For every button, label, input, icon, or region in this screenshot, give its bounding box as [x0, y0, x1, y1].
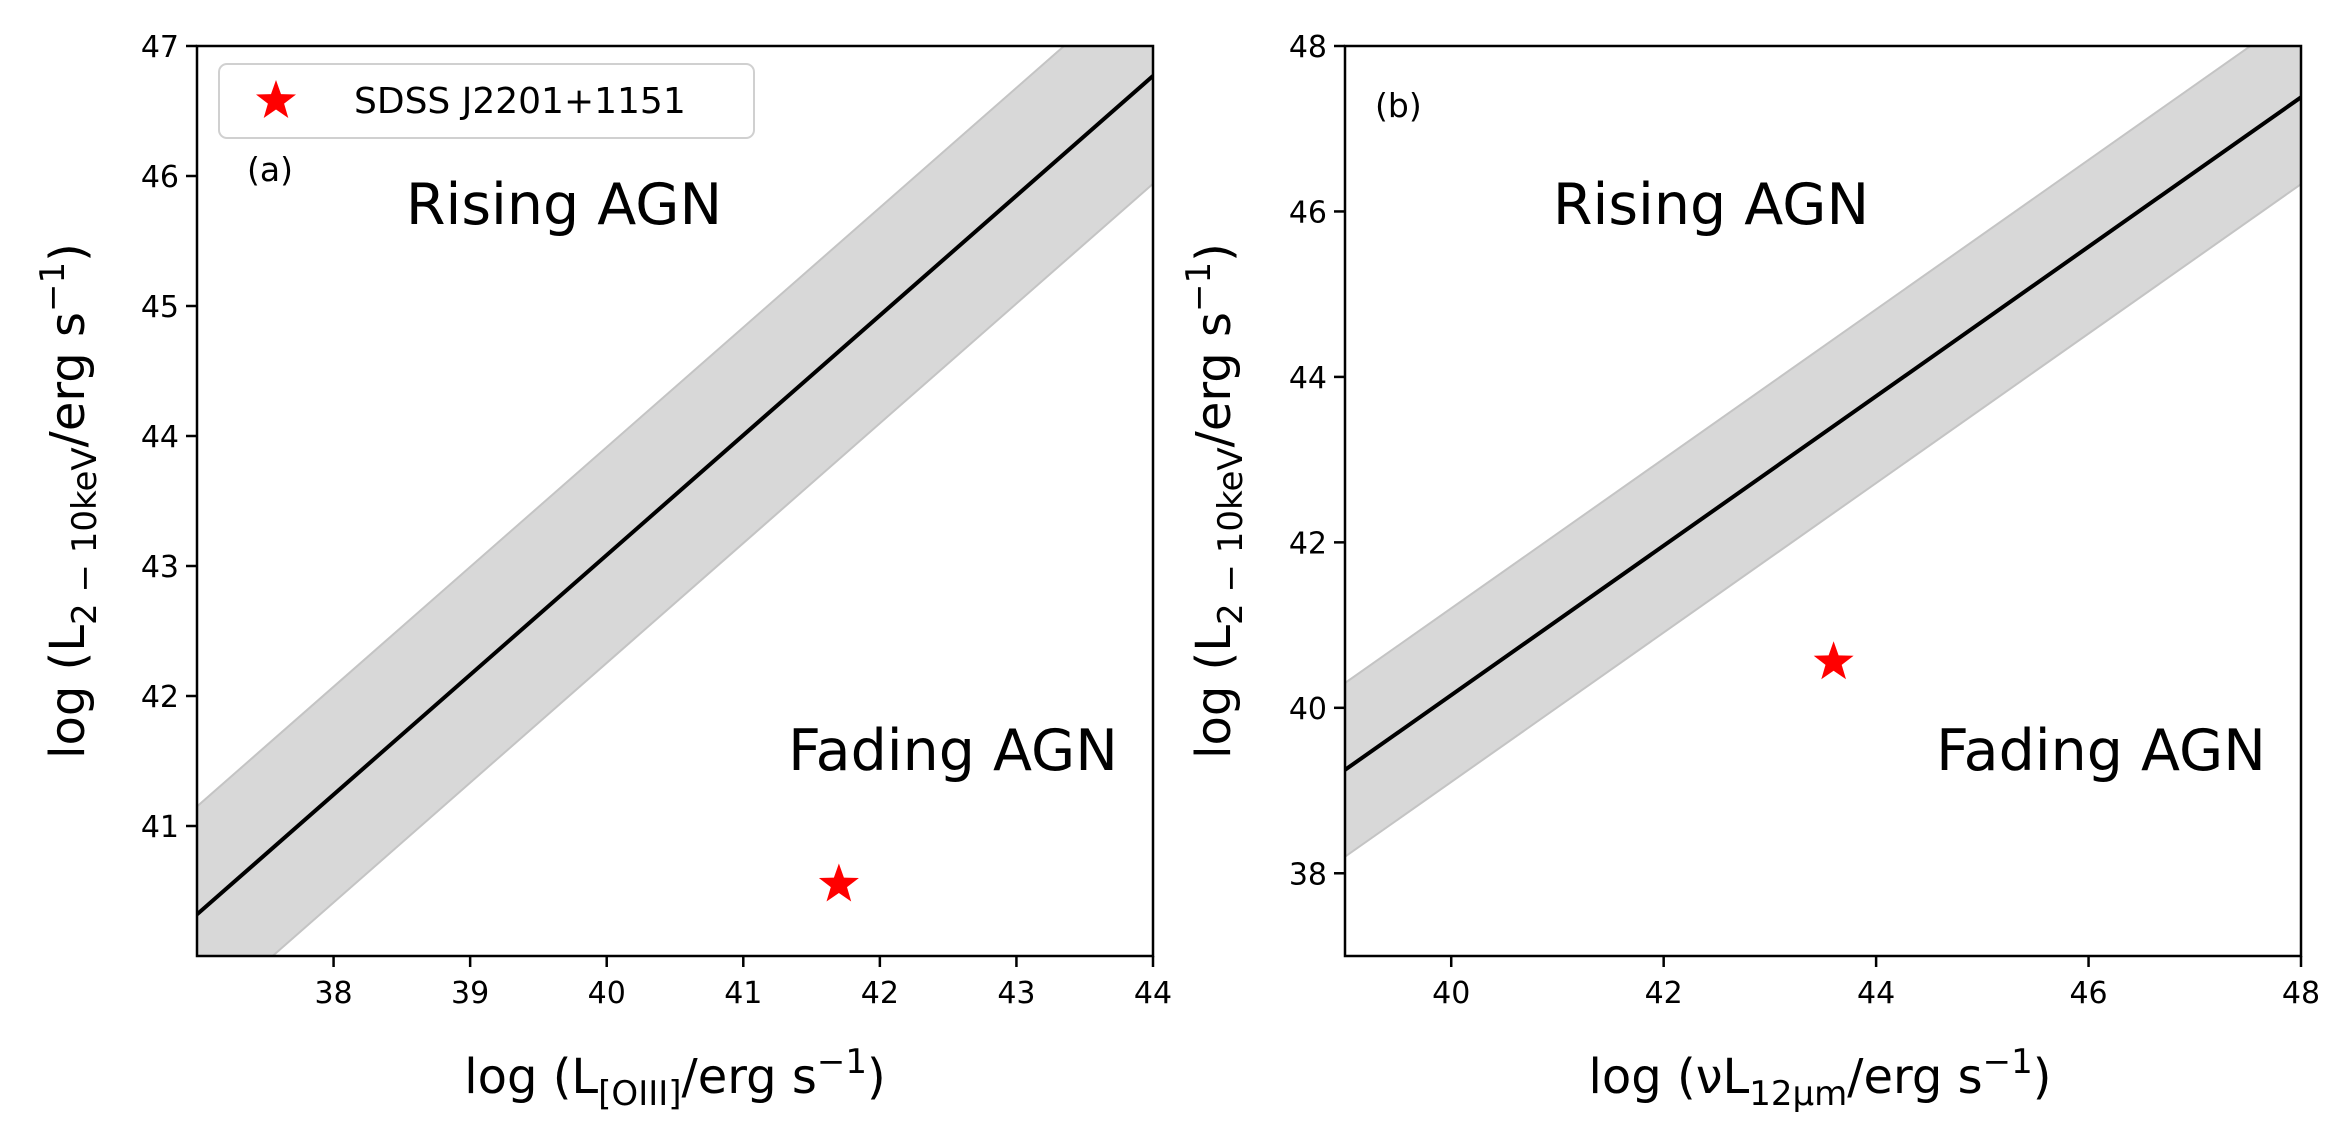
panel-b-y-tick-label: 42: [1289, 526, 1327, 561]
panel-b-y-tick-label: 38: [1289, 857, 1327, 892]
panel-b-x-axis-label: log (νL12μm/erg s−1): [1589, 1042, 2052, 1114]
panel-a-x-tick-label: 42: [861, 976, 899, 1011]
panel-b-y-tick-label: 44: [1289, 361, 1327, 396]
panel-a-band-upper-edge: [197, 46, 1066, 808]
panel-b-label: (b): [1375, 86, 1422, 125]
panel-a-scatter-band: [197, 46, 1153, 956]
panel-b-x-ticks: 40 42 44 46 48: [1432, 956, 2320, 1011]
panel-a-legend: SDSS J2201+1151: [218, 63, 755, 139]
panel-a-frame: [195, 44, 1155, 958]
panel-a-y-ticks: 41 42 43 44 45 46 47: [141, 30, 197, 845]
panel-a-x-ticks: 38 39 40 41 42 43 44: [314, 956, 1172, 1011]
panel-a-x-tick-label: 44: [1134, 976, 1172, 1011]
panel-b-band-lower-edge: [1345, 183, 2301, 858]
panel-a-x-tick-label: 38: [314, 976, 352, 1011]
panel-a-fading-label: Fading AGN: [788, 718, 1118, 784]
panel-b-frame: [1343, 44, 2303, 958]
legend-star-icon: [256, 80, 296, 118]
panel-a-band-lower-edge: [271, 183, 1153, 956]
panel-a-relation-line: [197, 74, 1153, 916]
panel-a-y-tick-label: 44: [141, 420, 179, 455]
panel-a-y-tick-label: 42: [141, 680, 179, 715]
legend-frame: [218, 63, 755, 139]
panel-b-band-upper-edge: [1345, 46, 2253, 684]
panel-b-y-ticks: 38 40 42 44 46 48: [1289, 30, 1345, 892]
panel-b-x-tick-label: 40: [1432, 976, 1470, 1011]
panel-b-x-tick-label: 44: [1857, 976, 1895, 1011]
legend-entry-label: SDSS J2201+1151: [354, 81, 686, 122]
panel-a-y-tick-label: 43: [141, 550, 179, 585]
panel-b-fading-label: Fading AGN: [1936, 718, 2266, 784]
panel-b-rising-label: Rising AGN: [1553, 172, 1869, 238]
panel-a-point-sdss-j2201: [818, 863, 859, 902]
panel-a-y-tick-label: 47: [141, 30, 179, 65]
panel-b-x-tick-label: 46: [2069, 976, 2107, 1011]
panel-a-x-tick-label: 39: [451, 976, 489, 1011]
panel-b-x-tick-label: 42: [1645, 976, 1683, 1011]
panel-b-x-tick-label: 48: [2282, 976, 2320, 1011]
panel-a-y-tick-label: 46: [141, 160, 179, 195]
panel-b-y-axis-label: log (L2 − 10keV/erg s−1): [1179, 243, 1251, 759]
panel-b-y-tick-label: 48: [1289, 30, 1327, 65]
panel-a-rising-label: Rising AGN: [406, 172, 722, 238]
panel-b-relation-line: [1345, 95, 2301, 772]
panel-a-x-tick-label: 41: [724, 976, 762, 1011]
panel-a-x-tick-label: 40: [588, 976, 626, 1011]
panel-a-y-axis-label: log (L2 − 10keV/erg s−1): [33, 243, 105, 759]
panel-b-scatter-band: [1345, 46, 2301, 857]
panel-b-point-sdss-j2201: [1813, 641, 1854, 680]
panel-b-y-tick-label: 46: [1289, 195, 1327, 230]
panel-a-x-axis-label: log (L[OIII]/erg s−1): [464, 1042, 885, 1114]
panel-a-label: (a): [247, 150, 293, 189]
panel-a-y-tick-label: 41: [141, 810, 179, 845]
panel-a-y-tick-label: 45: [141, 290, 179, 325]
panel-b: 40 42 44 46 48 38 40 42 44 46 48 Rising AGN Fadin…: [1179, 30, 2320, 1114]
panel-a: 38 39 40 41 42 43 44 41 42 43 44 45 46 47 Rising AGN…: [33, 30, 1172, 1114]
panel-b-y-tick-label: 40: [1289, 692, 1327, 727]
panel-a-x-tick-label: 43: [997, 976, 1035, 1011]
